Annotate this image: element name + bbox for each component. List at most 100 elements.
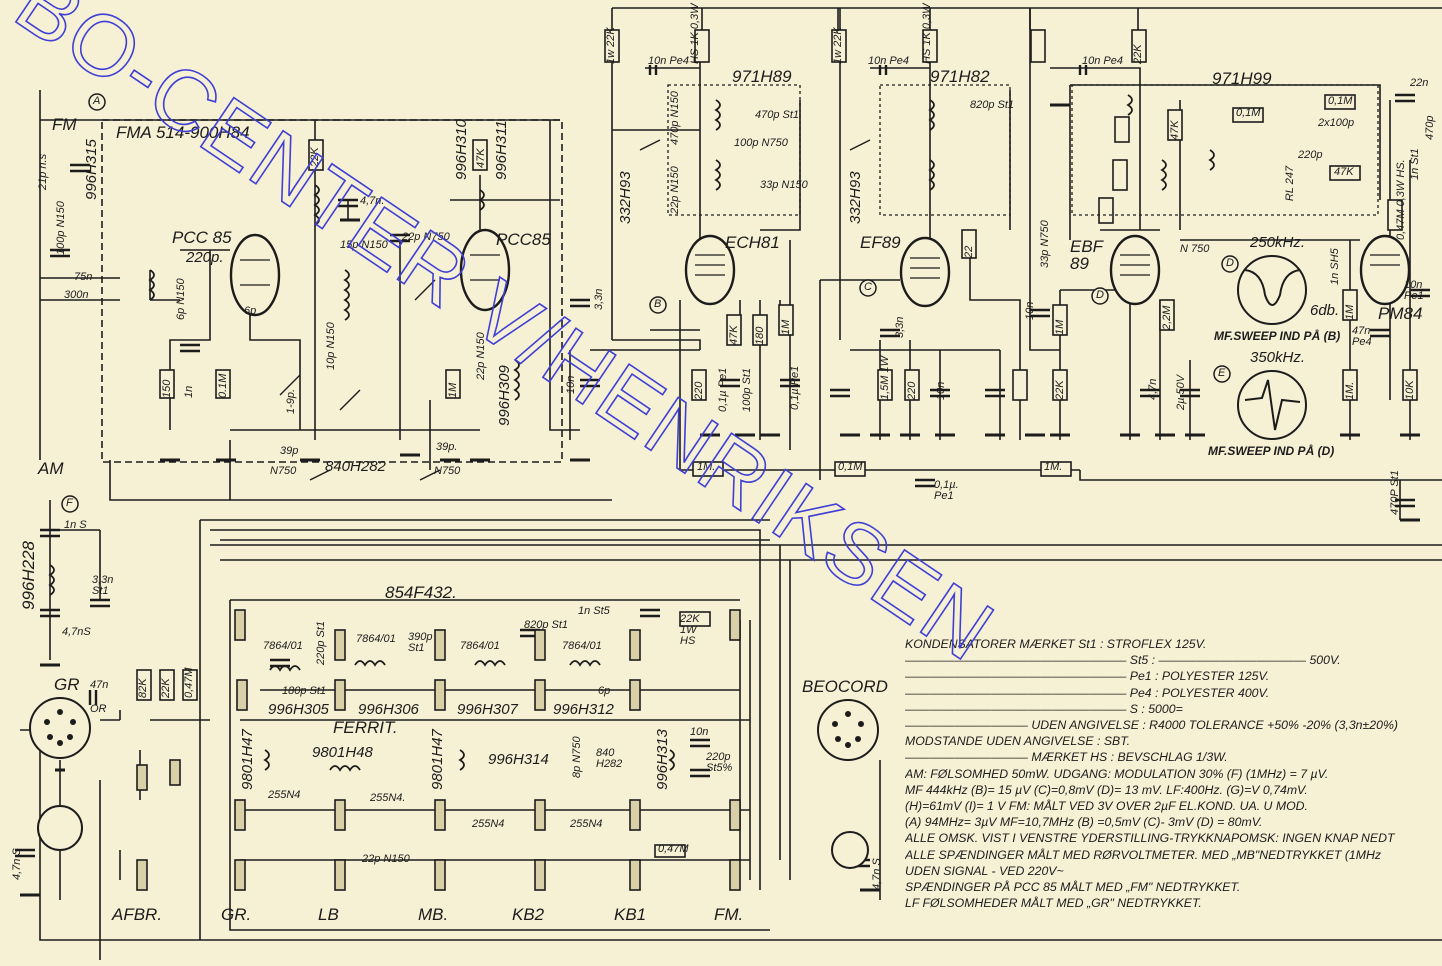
note-line: MF 444kHz (B)= 15 µV (C)=0,8mV (D)= 13 m… xyxy=(905,782,1308,797)
value-c-255n4-a: 255N4 xyxy=(268,789,301,801)
value-r-1m-b: 1M xyxy=(780,319,792,335)
note-line: ―――――――――― MÆRKET HS : BEVSCHLAG 1/3W. xyxy=(905,750,1228,765)
tube-ebf89: EBF 89 xyxy=(1070,237,1103,273)
value-c-47n-pe4: 47n Pe4 xyxy=(1352,325,1372,348)
value-c-75n: 75n xyxy=(74,271,93,283)
value-r-180: 180 xyxy=(754,326,766,345)
value-c-1n: 1n xyxy=(183,385,195,398)
if2-can xyxy=(879,84,1011,216)
value-r-22k-1w-hs: 22K 1W HS xyxy=(680,613,700,647)
switch-pos-mb: MB. xyxy=(418,905,449,924)
schematic-notes: KONDENSATORER MÆRKET St1 : STROFLEX 125V… xyxy=(905,636,1442,911)
value-c-470p-st1-b: 470P St1 xyxy=(1389,470,1401,515)
osc-9801h48: 9801H48 xyxy=(312,744,373,761)
sweep-e-screen xyxy=(1237,370,1307,440)
tube-pcc85-b-shape xyxy=(459,228,511,312)
coil-996h315: 996H315 xyxy=(83,139,100,200)
osc-9801h47-a: 9801H47 xyxy=(239,729,256,790)
value-c-1-9p: 1-9p. xyxy=(285,388,297,414)
test-point-a: A xyxy=(93,95,101,107)
coil-996h311: 996H311 xyxy=(493,120,510,180)
tube-ebf89-shape xyxy=(1109,234,1161,306)
coil-996h312: 996H312 xyxy=(553,701,614,718)
coil-996h305: 996H305 xyxy=(268,701,329,718)
value-c-1n-st5: 1n St5 xyxy=(578,605,610,617)
value-c-22n: 22n xyxy=(1410,77,1429,89)
value-c-300n: 300n xyxy=(64,289,89,301)
value-c-1n-s: 1n S xyxy=(64,519,87,531)
note-line: ―――――――――― UDEN ANGIVELSE : R4000 TOLERA… xyxy=(905,718,1398,733)
note-line: ALLE SPÆNDINGER MÅLT MED RØRVOLTMETER. M… xyxy=(905,847,1382,862)
value-c-220p-b: 220p xyxy=(1298,149,1323,161)
value-c-220p-st1-b: 220p St1 xyxy=(315,620,327,665)
value-c-4-7n-c: 4,7n xyxy=(1147,378,1159,400)
note-line: ―――――――――――――――――― S : 5000= xyxy=(905,701,1183,716)
coil-996h306: 996H306 xyxy=(358,701,419,718)
value-c-470p-n150: 470p N150 xyxy=(669,91,681,145)
value-c-10n-c: 10n xyxy=(1024,301,1036,320)
value-c-n750-a: N750 xyxy=(270,465,297,477)
tube-pm84-shape xyxy=(1359,234,1411,306)
value-r-47k-if3: 47K xyxy=(1334,166,1354,178)
value-c-10n-pe4-c: 10n Pe4 xyxy=(1082,55,1123,67)
switch-pos-gr: GR. xyxy=(221,905,252,924)
value-c-390p-st1: 390p St1 xyxy=(408,631,433,654)
tuning-cap-label: 840H282 xyxy=(325,458,386,475)
value-c-6p-n150: 6p N150 xyxy=(175,278,187,320)
value-r-47k-c: 47K xyxy=(1169,120,1181,140)
value-r-10k: 10K xyxy=(1404,380,1416,400)
value-c-100p-n750: 100p N750 xyxy=(734,137,788,149)
if3-label: 971H99 xyxy=(1212,69,1272,88)
value-r-1m-d: 1M. xyxy=(1044,461,1063,473)
value-r-220: 220 xyxy=(693,381,705,400)
value-r-hs-1k-b: HS 1K 0,3W xyxy=(921,3,933,64)
coil-996h307: 996H307 xyxy=(457,701,518,718)
value-r-0-47m-b: 0,47M 0,3W HS. xyxy=(1395,159,1407,240)
note-line: KONDENSATORER MÆRKET St1 : STROFLEX 125V… xyxy=(905,637,1207,651)
value-r-22-b: 22 xyxy=(963,245,975,258)
value-r-220-b: 220 xyxy=(906,381,918,400)
value-c-220p: 220p. xyxy=(186,249,224,266)
value-r-2-2m: 2,2M xyxy=(1161,305,1173,330)
value-c-39p-b: 39p. xyxy=(436,441,458,453)
value-c-1n-sh5: 1n SH5 xyxy=(1329,248,1341,285)
value-c-180p-st1: 180p St1 xyxy=(282,685,327,697)
tube-ech81-shape xyxy=(684,234,736,306)
value-c-22p-n150-c: 22p N150 xyxy=(362,853,410,865)
value-r-0-1m-e: 0,1M xyxy=(1236,107,1261,119)
tube-pcc85-b: PCC85 xyxy=(496,230,551,249)
value-c-4-7n-e: 4,7n S xyxy=(871,858,883,890)
note-line: ALLE OMSK. VIST I VENSTRE YDERSTILLING-T… xyxy=(905,831,1395,846)
value-r-0-1m-c: 0,1M xyxy=(838,461,863,473)
value-c-6p-b: 6p xyxy=(598,685,611,697)
value-r-1m-e: 1M xyxy=(1054,319,1066,335)
coil-332h93-a: 332H93 xyxy=(617,171,634,224)
osc-9801h47-b: 9801H47 xyxy=(429,729,446,790)
tube-pcc85-a: PCC 85 xyxy=(172,228,232,247)
sweep-d-marker: D xyxy=(1226,257,1234,269)
switch-pos-afbr: AFBR. xyxy=(112,905,163,924)
note-line: ―――――――――――――――――― Pe4 : POLYESTER 400V. xyxy=(905,685,1270,700)
gr-label: GR xyxy=(54,675,80,694)
value-c-2u-50v: 2µ 50V xyxy=(1175,374,1187,410)
coil-332h93-b: 332H93 xyxy=(847,171,864,224)
rl247-label: RL 247 xyxy=(1284,165,1297,202)
note-line: ―――――――――――――――――― Pe1 : POLYESTER 125V. xyxy=(905,669,1270,684)
coil-7864-d: 7864/01 xyxy=(562,640,602,652)
value-c-255n4-d: 255N4 xyxy=(570,818,603,830)
coil-7864-c: 7864/01 xyxy=(460,640,500,652)
value-c-100p: 100p N150 xyxy=(55,201,67,255)
fma-unit-label: FMA 514-900H84 xyxy=(116,123,250,142)
note-line: ―――――――――――――――――― St5 : ―――――――――――― 50… xyxy=(905,653,1341,668)
value-c-22p: 22p N750 xyxy=(402,231,450,243)
value-r-82k: 82K xyxy=(137,678,149,698)
if3-can xyxy=(1071,84,1379,216)
value-c-3-3n: 3,3n St1 xyxy=(92,574,114,597)
coil-996h228: 996H228 xyxy=(19,540,38,610)
value-c-0-1u-b: 0,1µ. Pe1 xyxy=(934,479,959,502)
gr-socket-shape xyxy=(29,697,91,759)
value-c-4-7n: 4,7n. xyxy=(360,195,385,207)
note-line: LF FØLSOMHEDER MÅLT MED „GR" NEDTRYKKET. xyxy=(905,896,1202,911)
sweep-d-screen xyxy=(1237,255,1307,325)
fm-input-label: FM xyxy=(52,115,77,134)
